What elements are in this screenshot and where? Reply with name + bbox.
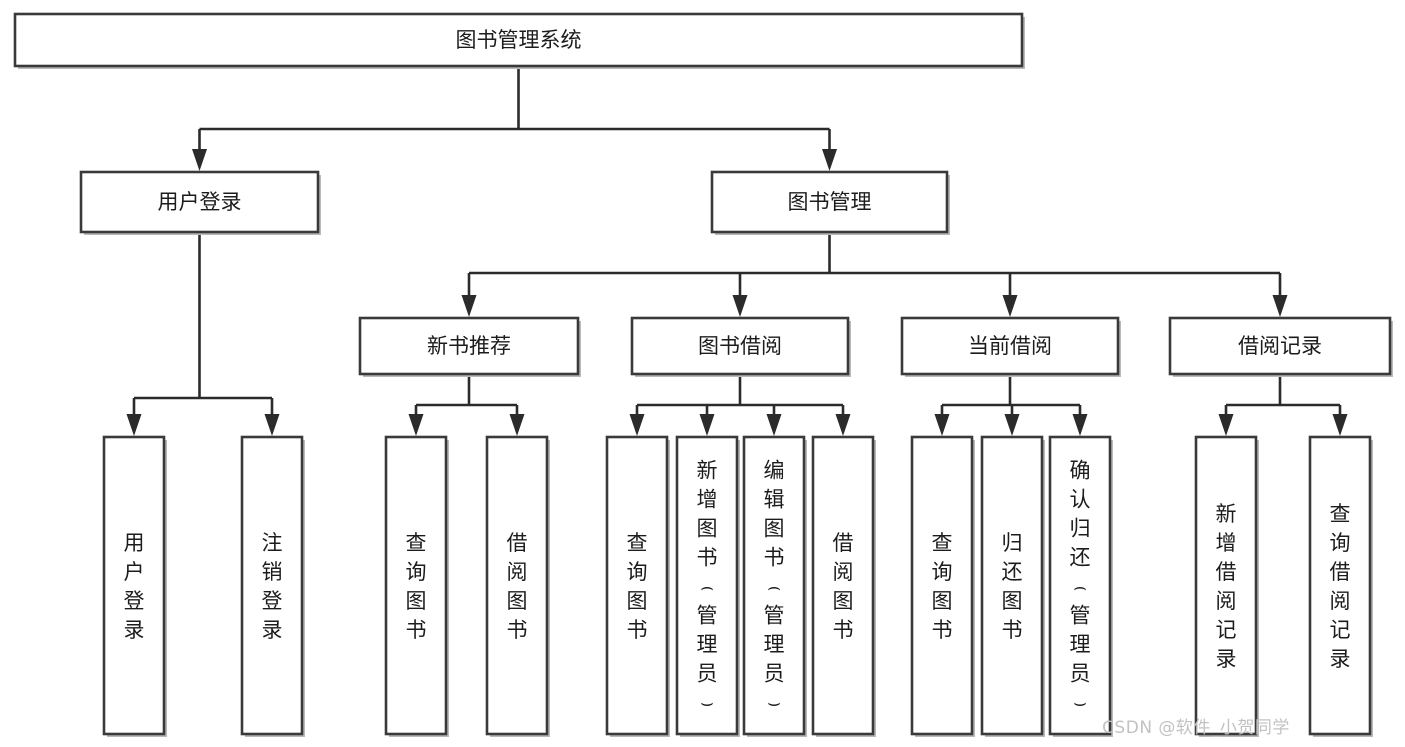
- node-box[interactable]: [240, 435, 304, 736]
- node-book-management[interactable]: 图书管理: [710, 170, 950, 235]
- node-box[interactable]: [742, 435, 806, 736]
- node-box[interactable]: [1308, 435, 1372, 736]
- node-current-borrow[interactable]: 当前借阅: [900, 316, 1121, 377]
- node-label: 确认归还⌢管理员⌣: [1070, 459, 1091, 715]
- connector-group: [461, 232, 1288, 317]
- watermark-layer: CSDN @软件_小贺同学: [1102, 718, 1290, 738]
- node-leaf-borrow-book-rec[interactable]: 借阅图书: [485, 435, 550, 737]
- node-box[interactable]: [605, 435, 669, 736]
- node-leaf-borrow-book[interactable]: 借阅图书: [811, 435, 876, 737]
- node-label: 新书推荐: [427, 334, 511, 358]
- connector-group: [126, 232, 280, 436]
- node-leaf-add-record[interactable]: 新增借阅记录: [1194, 435, 1259, 737]
- node-label: 借阅图书: [833, 531, 854, 642]
- node-box[interactable]: [485, 435, 549, 736]
- node-label: 图书管理: [788, 190, 872, 214]
- connector-group: [1218, 374, 1348, 436]
- node-label: 当前借阅: [968, 334, 1052, 358]
- node-label: 新增图书⌢管理员⌣: [697, 459, 718, 715]
- node-box[interactable]: [1168, 316, 1392, 376]
- node-box[interactable]: [900, 316, 1120, 376]
- node-label: 查询借阅记录: [1330, 502, 1351, 671]
- node-box[interactable]: [102, 435, 166, 736]
- node-new-book-recommend[interactable]: 新书推荐: [358, 316, 581, 377]
- node-leaf-query-book-current[interactable]: 查询图书: [910, 435, 975, 737]
- node-leaf-user-login[interactable]: 用户登录: [102, 435, 167, 737]
- node-box[interactable]: [1048, 435, 1112, 736]
- node-label: 图书借阅: [698, 334, 782, 358]
- node-label: 图书管理系统: [456, 28, 582, 52]
- node-box[interactable]: [675, 435, 739, 736]
- node-label: 查询图书: [627, 531, 648, 642]
- node-box[interactable]: [13, 12, 1024, 68]
- node-label: 归还图书: [1002, 531, 1023, 642]
- node-borrow-record[interactable]: 借阅记录: [1168, 316, 1393, 377]
- node-user-login[interactable]: 用户登录: [79, 170, 321, 235]
- watermark-label: CSDN @软件_小贺同学: [1102, 718, 1290, 738]
- node-label: 借阅记录: [1238, 334, 1322, 358]
- node-leaf-edit-book[interactable]: 编辑图书⌢管理员⌣: [742, 435, 807, 737]
- node-box[interactable]: [910, 435, 974, 736]
- node-label: 查询图书: [406, 531, 427, 642]
- node-label: 注销登录: [262, 531, 283, 642]
- node-label: 查询图书: [932, 531, 953, 642]
- node-leaf-add-book[interactable]: 新增图书⌢管理员⌣: [675, 435, 740, 737]
- nodes-layer: 图书管理系统用户登录图书管理新书推荐图书借阅当前借阅借阅记录用户登录注销登录查询…: [13, 12, 1393, 737]
- node-box[interactable]: [980, 435, 1044, 736]
- node-label: 借阅图书: [507, 531, 528, 642]
- connector-group: [408, 374, 525, 436]
- node-leaf-query-record[interactable]: 查询借阅记录: [1308, 435, 1373, 737]
- node-book-borrow[interactable]: 图书借阅: [630, 316, 851, 377]
- node-label: 新增借阅记录: [1216, 502, 1237, 671]
- node-label: 编辑图书⌢管理员⌣: [764, 459, 785, 715]
- node-leaf-query-book-borrow[interactable]: 查询图书: [605, 435, 670, 737]
- node-label: 用户登录: [158, 190, 242, 214]
- node-leaf-return-book[interactable]: 归还图书: [980, 435, 1045, 737]
- connector-group: [192, 66, 837, 171]
- node-leaf-confirm-return[interactable]: 确认归还⌢管理员⌣: [1048, 435, 1113, 737]
- connector-group: [934, 374, 1088, 436]
- node-leaf-logout[interactable]: 注销登录: [240, 435, 305, 737]
- node-root[interactable]: 图书管理系统: [13, 12, 1025, 69]
- node-box[interactable]: [811, 435, 875, 736]
- node-box[interactable]: [79, 170, 320, 234]
- node-box[interactable]: [384, 435, 448, 736]
- node-box[interactable]: [710, 170, 949, 234]
- node-box[interactable]: [358, 316, 580, 376]
- node-leaf-query-book-rec[interactable]: 查询图书: [384, 435, 449, 737]
- node-box[interactable]: [1194, 435, 1258, 736]
- node-box[interactable]: [630, 316, 850, 376]
- node-label: 用户登录: [124, 531, 145, 642]
- connectors-layer: [126, 66, 1348, 436]
- connector-group: [629, 374, 851, 436]
